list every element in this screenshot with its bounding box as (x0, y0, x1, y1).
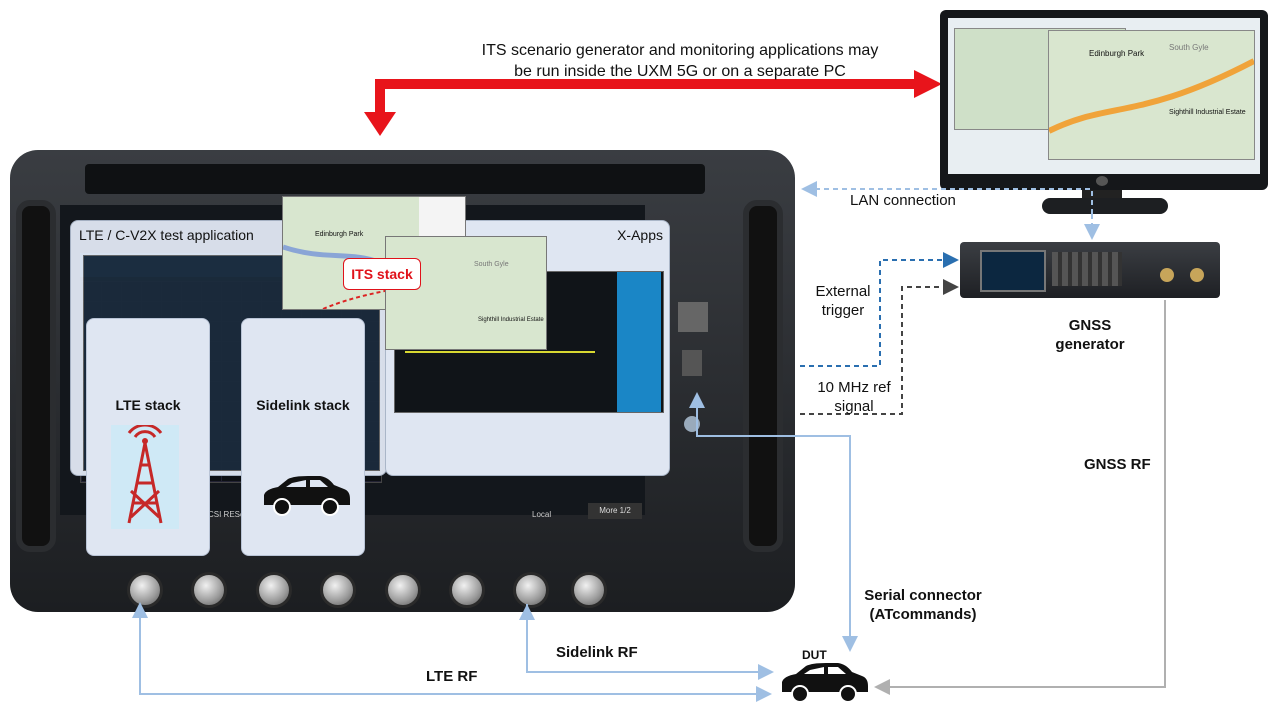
gnss-label-line2: generator (1055, 336, 1125, 353)
xapps-title: X-Apps (617, 227, 663, 243)
screen-tab: CSI RESour (208, 510, 252, 519)
antenna-tower-icon (111, 423, 179, 529)
map-label-c2: Sighthill Industrial Estate (478, 317, 544, 323)
ref-signal-label: 10 MHz ref signal (806, 378, 902, 416)
serial-line1: Serial connector (864, 587, 982, 604)
screen-more-button[interactable]: More 1/2 (588, 503, 642, 519)
monitor-base (1042, 198, 1168, 214)
rf-connector-4 (320, 572, 356, 608)
ext-trigger-line1: External (815, 283, 871, 300)
rf-connector-3 (256, 572, 292, 608)
lan-label: LAN connection (850, 192, 956, 209)
rf-connector-5 (385, 572, 421, 608)
sidelink-rf-label: Sidelink RF (556, 644, 638, 661)
lte-app-title: LTE / C-V2X test application (79, 227, 254, 243)
top-note-line2: be run inside the UXM 5G or on a separat… (514, 63, 846, 80)
serial-line2: (ATcommands) (869, 606, 977, 623)
map-label-a: Edinburgh Park (1089, 49, 1145, 58)
gnss-label-line1: GNSS (1068, 317, 1112, 334)
map-label-a2: Edinburgh Park (315, 231, 364, 238)
top-note: ITS scenario generator and monitoring ap… (420, 40, 940, 82)
left-handle (16, 200, 56, 552)
ext-trigger-label: External trigger (806, 282, 880, 320)
car-icon (264, 476, 350, 516)
gnss-rf-label: GNSS RF (1084, 456, 1151, 473)
gnss-generator-device (960, 242, 1220, 298)
dut-car-icon (782, 663, 868, 703)
sidelink-stack-box: Sidelink stack (241, 318, 365, 556)
dut-label: DUT (802, 648, 827, 662)
rf-connector-6 (449, 572, 485, 608)
top-note-line1: ITS scenario generator and monitoring ap… (481, 42, 879, 59)
monitor-screen: Edinburgh Park South Gyle Sighthill Indu… (948, 18, 1260, 174)
right-handle (743, 200, 783, 552)
serial-label: Serial connector (ATcommands) (850, 586, 996, 624)
rf-connector-8 (571, 572, 607, 608)
its-map-window-2: South Gyle Sighthill Industrial Estate (385, 236, 547, 350)
monitor: Edinburgh Park South Gyle Sighthill Indu… (940, 10, 1268, 190)
monitor-logo (1096, 176, 1108, 186)
ext-trigger-line2: trigger (821, 302, 865, 319)
lte-rf-label: LTE RF (426, 668, 478, 685)
map-label-c: Sighthill Industrial Estate (1169, 109, 1246, 116)
lte-stack-box: LTE stack (86, 318, 210, 556)
sidelink-stack-label: Sidelink stack (256, 397, 350, 413)
screen-local: Local (532, 510, 552, 519)
its-stack-label: ITS stack (343, 258, 421, 290)
gnss-label: GNSS generator (1030, 316, 1150, 354)
ref-signal-line2: signal (834, 398, 874, 415)
lte-stack-label: LTE stack (115, 397, 181, 413)
map-label-b2: South Gyle (474, 261, 509, 268)
rf-connector-2 (191, 572, 227, 608)
ref-signal-line1: 10 MHz ref (817, 379, 891, 396)
map-label-b: South Gyle (1169, 43, 1209, 52)
monitor-stand (1082, 190, 1122, 200)
